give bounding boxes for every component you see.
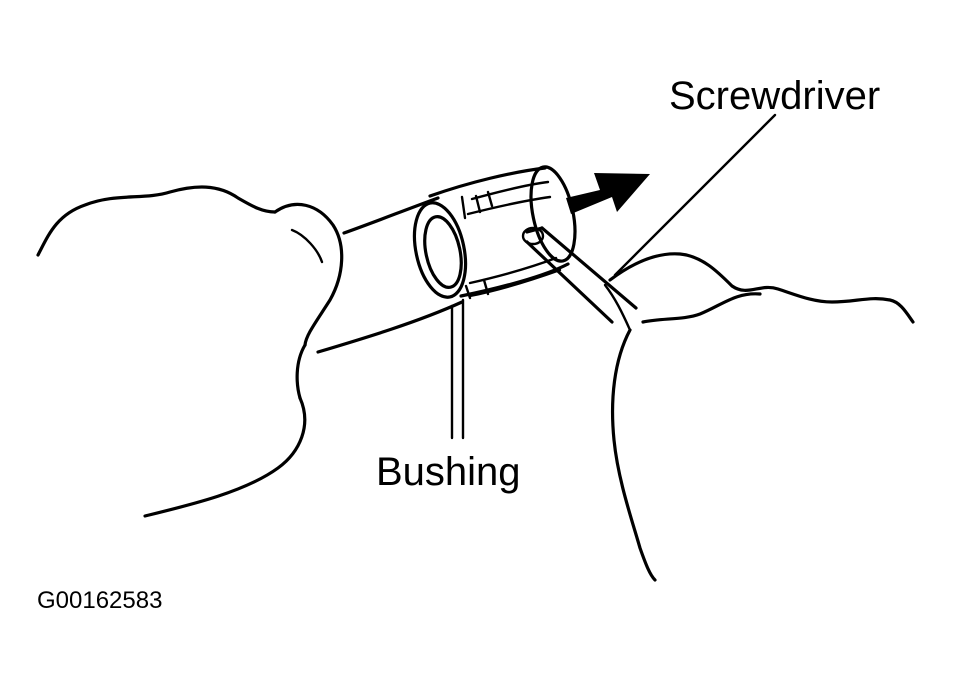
left-hand <box>36 185 344 518</box>
figure-code: G00162583 <box>37 587 162 614</box>
tube <box>316 196 464 354</box>
bushing <box>412 165 577 300</box>
direction-arrow <box>566 173 650 214</box>
right-hand <box>603 252 915 582</box>
leader-lines <box>450 113 777 440</box>
label-bushing: Bushing <box>376 450 521 494</box>
screwdriver <box>525 226 638 324</box>
label-screwdriver: Screwdriver <box>669 74 880 118</box>
